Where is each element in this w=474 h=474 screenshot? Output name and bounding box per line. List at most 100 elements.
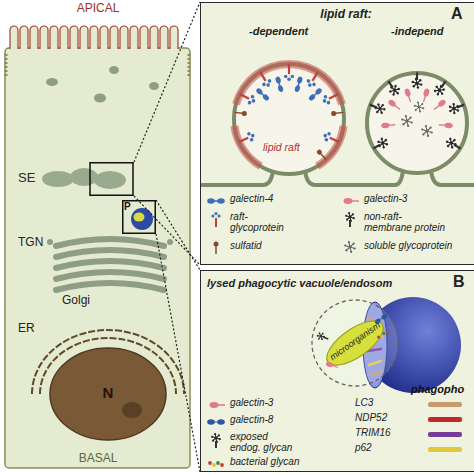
illustration-part — [291, 75, 295, 79]
illustration-part — [367, 73, 467, 173]
illustration-part — [94, 94, 106, 103]
microorganism: microorganism — [309, 297, 401, 389]
illustration-part — [326, 100, 331, 105]
legend-label: exposed endog. glycan — [230, 431, 296, 453]
illustration-part — [439, 88, 443, 92]
illustration-part — [5, 48, 190, 468]
illustration-part — [454, 108, 458, 112]
illustration-part — [323, 133, 328, 138]
illustration-part — [453, 111, 456, 114]
illustration-part — [388, 81, 392, 87]
illustration-part — [319, 335, 322, 338]
illustration-part — [250, 94, 255, 99]
illustration-part — [452, 107, 456, 111]
illustration-part — [415, 78, 417, 80]
illustration-part — [287, 77, 291, 81]
node-label: BASAL — [4, 452, 192, 466]
legend-symbol — [206, 413, 228, 431]
illustration-part — [435, 88, 439, 92]
illustration-part — [294, 85, 301, 93]
illustration-part — [417, 102, 419, 104]
illustration-part — [371, 371, 381, 375]
illustration-part — [332, 365, 338, 367]
legend-symbol — [340, 211, 362, 229]
illustration-part — [219, 438, 221, 440]
illustration-part — [416, 72, 418, 80]
illustration-part — [109, 66, 119, 74]
node-label: ER — [18, 322, 35, 336]
budding-vesicle: -independ — [361, 25, 473, 185]
illustration-part — [416, 107, 419, 110]
illustration-part — [215, 441, 217, 448]
illustration-part — [413, 82, 417, 83]
illustration-part — [230, 126, 262, 170]
illustration-part — [380, 108, 384, 110]
illustration-part — [441, 81, 445, 87]
illustration-part — [123, 201, 156, 234]
illustration-part — [383, 142, 387, 146]
illustration-part — [370, 105, 377, 108]
illustration-part — [378, 107, 382, 111]
illustration-part — [377, 103, 380, 106]
illustration-part — [215, 246, 217, 254]
illustration-part — [210, 402, 226, 408]
illustration-part — [426, 130, 429, 133]
illustration-part — [262, 93, 270, 101]
illustration-part — [387, 99, 401, 112]
illustration-part — [393, 86, 397, 90]
illustration-part — [402, 123, 404, 125]
zoom-line — [156, 200, 200, 270]
legend-symbol — [206, 455, 228, 473]
illustration-part — [210, 402, 219, 408]
illustration-part — [131, 208, 153, 230]
illustration-part — [316, 331, 330, 343]
illustration-part — [140, 26, 148, 49]
illustration-part — [419, 104, 422, 107]
illustration-part — [239, 138, 248, 142]
illustration-part — [344, 198, 360, 204]
illustration-part — [344, 241, 356, 253]
illustration-part — [321, 336, 324, 338]
illustration-part — [42, 171, 74, 187]
illustration-part — [406, 120, 409, 123]
illustration-part — [451, 146, 454, 149]
illustration-part — [40, 26, 48, 49]
illustration-part — [215, 437, 218, 440]
illustration-part — [217, 214, 220, 217]
illustration-part — [384, 138, 387, 141]
illustration-part — [401, 115, 413, 127]
node-label: P — [124, 201, 131, 213]
illustration-part — [446, 144, 449, 147]
illustration-part — [234, 112, 242, 114]
illustration-part — [232, 60, 346, 105]
illustration-part — [437, 88, 441, 92]
node-label: B — [453, 273, 465, 291]
illustration-part — [346, 219, 348, 221]
node-label: lipid raft — [263, 141, 300, 153]
illustration-part — [439, 90, 443, 93]
illustration-part — [297, 80, 299, 89]
node-label: microorganism — [314, 311, 395, 372]
illustration-part — [381, 122, 395, 128]
illustration-part — [216, 461, 220, 465]
illustration-part — [211, 433, 221, 448]
illustration-part — [90, 163, 133, 196]
illustration-part — [56, 239, 164, 246]
illustration-part — [451, 139, 454, 143]
illustration-part — [418, 106, 421, 109]
illustration-part — [312, 82, 317, 87]
illustration-part — [305, 70, 322, 89]
illustration-part — [376, 107, 380, 109]
illustration-part — [312, 72, 317, 80]
illustration-part — [288, 64, 290, 74]
zoom-line — [156, 234, 200, 472]
illustration-part — [344, 244, 346, 246]
illustration-part — [312, 91, 319, 97]
illustration-part — [413, 85, 415, 87]
illustration-part — [215, 218, 217, 227]
illustration-part — [250, 133, 255, 138]
illustration-part — [284, 75, 288, 79]
illustration-part — [267, 79, 272, 84]
phagosome: P — [122, 200, 156, 234]
illustration-part — [278, 80, 280, 89]
